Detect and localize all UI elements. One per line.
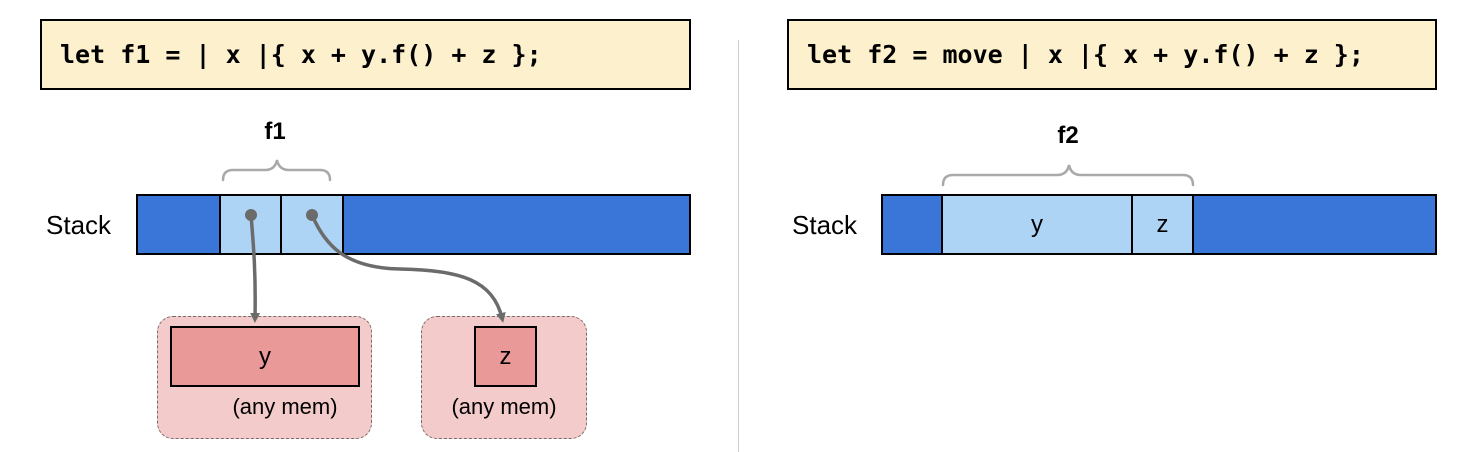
code-snippet-f1: let f1 = | x |{ x + y.f() + z }; bbox=[40, 19, 691, 90]
memory-box-y: y bbox=[170, 326, 360, 387]
stack-cell-ref-z bbox=[280, 194, 344, 255]
stack-label-right: Stack bbox=[792, 210, 858, 240]
stack-cell-z: z bbox=[1131, 194, 1194, 255]
memory-caption-y: (any mem) bbox=[232, 394, 338, 419]
stack-label-left: Stack bbox=[46, 210, 112, 240]
pointer-arrow-y bbox=[249, 214, 261, 323]
stack-cell-y: y bbox=[941, 194, 1133, 255]
panel-divider bbox=[738, 40, 739, 452]
memory-box-z: z bbox=[474, 326, 537, 387]
brace-f2 bbox=[941, 164, 1195, 187]
code-snippet-f2: let f2 = move | x |{ x + y.f() + z }; bbox=[787, 19, 1437, 90]
closure-label-f1: f1 bbox=[264, 118, 286, 145]
brace-f1 bbox=[221, 159, 332, 182]
memory-caption-z: (any mem) bbox=[451, 394, 557, 419]
pointer-arrow-z bbox=[310, 214, 506, 323]
stack-cell-ref-y bbox=[219, 194, 282, 255]
closure-label-f2: f2 bbox=[1057, 122, 1079, 149]
